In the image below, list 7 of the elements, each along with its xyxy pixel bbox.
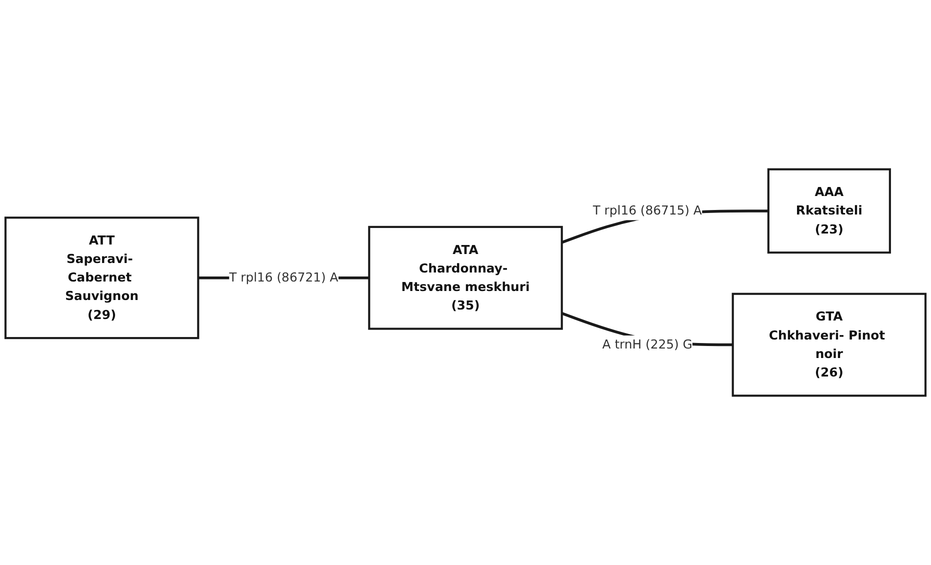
node-box: ATA Chardonnay- Mtsvane meskhuri (35) [368,226,563,330]
edge-label: T rpl16 (86721) A [229,270,338,286]
node-box: ATT Saperavi- Cabernet Sauvignon (29) [4,216,200,340]
edge-label: A trnH (225) G [602,338,692,352]
node-box: GTA Chkhaveri- Pinot noir (26) [732,292,927,397]
node-box: AAA Rkatsiteli (23) [767,168,891,254]
edge-label: T rpl16 (86715) A [592,204,702,218]
